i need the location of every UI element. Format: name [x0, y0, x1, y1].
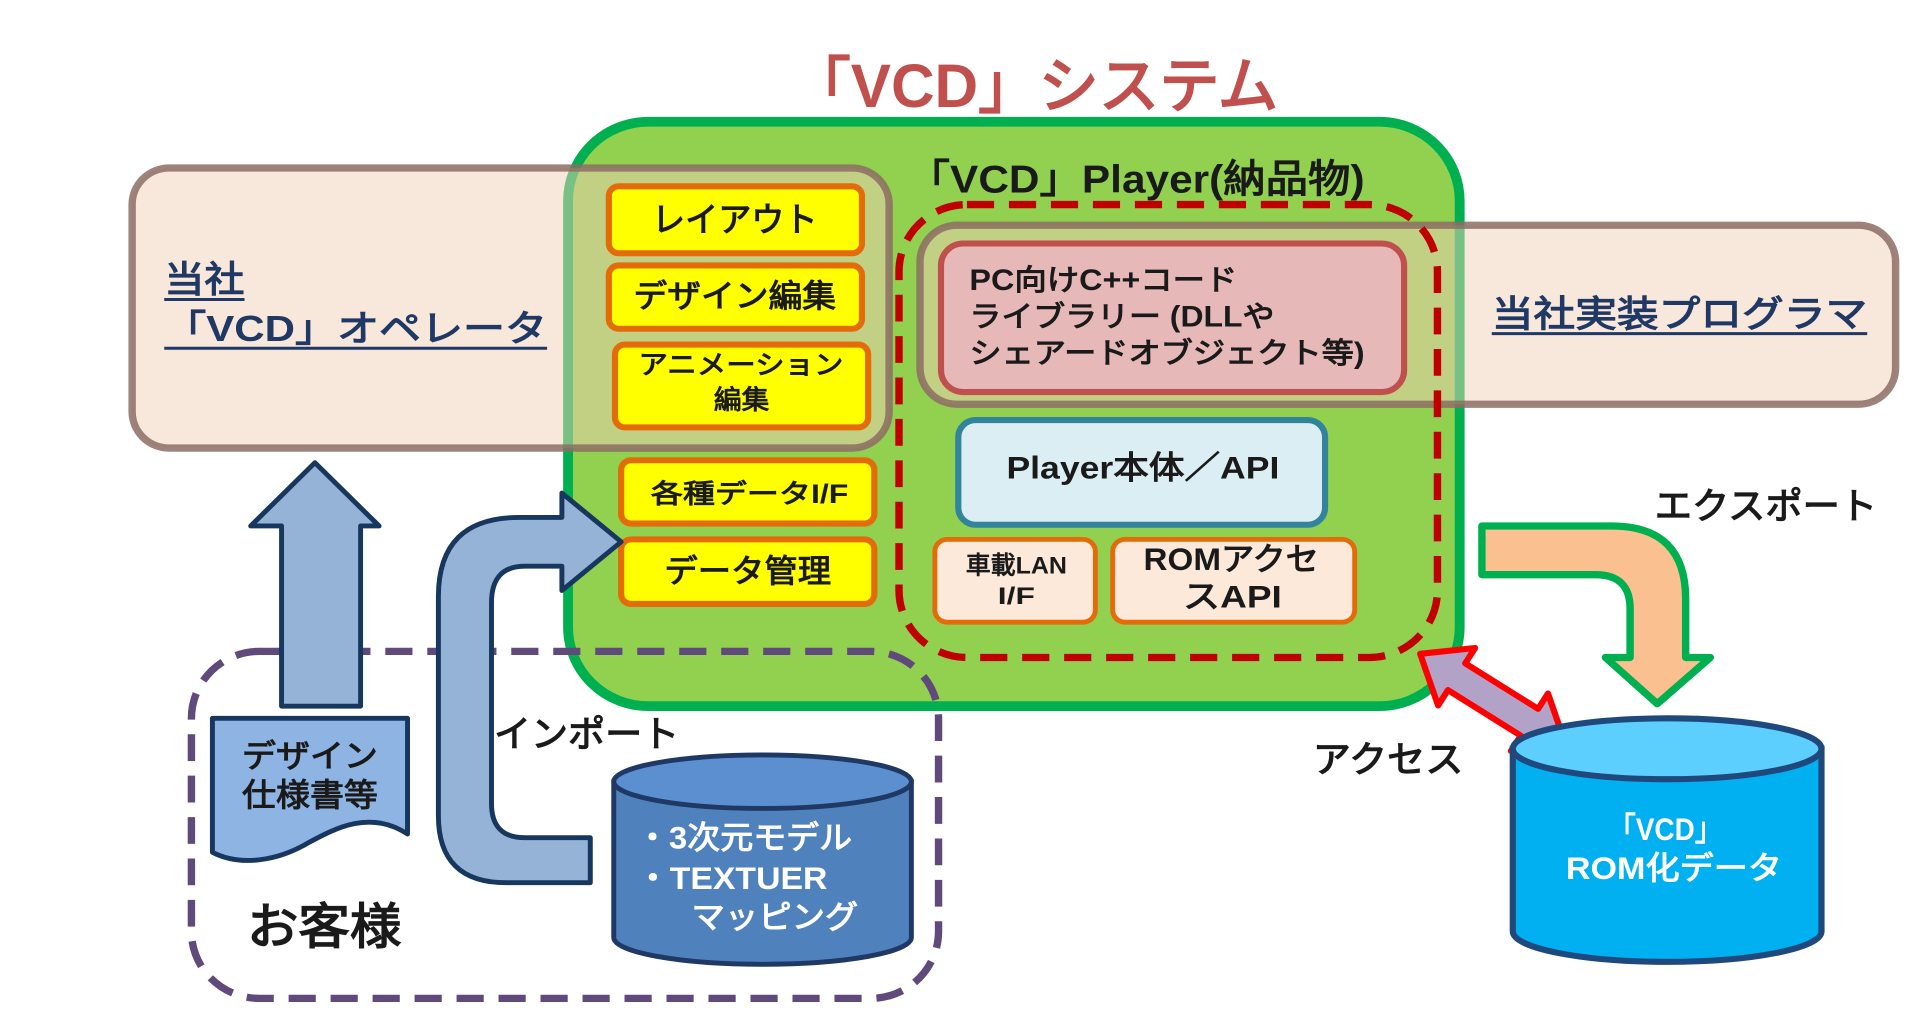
rom-data-line-1: 「VCD」 — [1608, 811, 1723, 847]
assets-cylinder-top — [611, 752, 914, 811]
lan-if-line-2: I/F — [998, 583, 1035, 610]
export-label: エクスポート — [1655, 486, 1877, 527]
lan-if-line-1: 車載LAN — [966, 552, 1067, 580]
customer-boundary — [187, 647, 943, 1003]
player-title: 「VCD」Player(納品物) — [908, 158, 1365, 202]
tool-data-management-box — [618, 536, 878, 607]
library-line-1: PC向けC++コード — [969, 264, 1237, 297]
assets-line-2: ・TEXTUER — [636, 860, 827, 896]
tool-animation-edit-box — [611, 341, 872, 431]
library-line-2: ライブラリー (DLLや — [969, 299, 1274, 333]
import-label: インポート — [494, 714, 679, 755]
access-label: アクセス — [1313, 739, 1464, 780]
player-core-label: Player本体／API — [1006, 450, 1279, 486]
spec-document-shape — [209, 715, 410, 863]
assets-line-3: マッピング — [692, 899, 859, 935]
tool-layout-box — [605, 183, 866, 257]
lan-if-box — [932, 536, 1098, 625]
rom-access-line-1: ROMアクセ — [1144, 541, 1319, 577]
customer-label: お客様 — [247, 901, 402, 955]
tool-animation-edit-line-1: アニメーション — [638, 350, 843, 380]
assets-cylinder-body — [611, 779, 914, 967]
tool-layout-label: レイアウト — [652, 202, 817, 240]
rom-data-line-2: ROM化データ — [1566, 850, 1782, 886]
diagram-title: 「VCD」システム — [790, 52, 1278, 121]
programmer-label: 当社実装プログラマ — [1492, 294, 1867, 335]
tool-data-if-label: 各種データI/F — [650, 478, 849, 509]
rom-access-line-2: スAPI — [1183, 579, 1282, 615]
player-boundary — [895, 200, 1442, 662]
tool-design-edit-label: デザイン編集 — [634, 278, 837, 314]
assets-line-1: ・3次元モデル — [636, 820, 852, 856]
library-box — [937, 240, 1408, 396]
tool-data-if-box — [618, 457, 878, 527]
tool-animation-edit-line-2: 編集 — [714, 384, 770, 415]
export-arrow — [1478, 522, 1715, 708]
operator-role-label: 「VCD」オペレータ — [164, 308, 547, 349]
tool-design-edit-box — [605, 262, 866, 332]
spec-to-operator-arrow — [248, 460, 382, 709]
rom-data-cylinder-body — [1509, 745, 1825, 965]
tool-data-management-label: データ管理 — [664, 553, 831, 589]
spec-document-line-1: デザイン — [242, 738, 378, 774]
spec-document-line-2: 仕様書等 — [242, 777, 378, 813]
operator-company-label: 当社 — [164, 259, 244, 300]
rom-access-box — [1110, 536, 1358, 625]
player-core-box — [955, 417, 1329, 528]
rom-data-cylinder-top — [1509, 715, 1825, 783]
library-line-3: シェアードオブジェクト等) — [969, 336, 1364, 370]
import-arrow — [435, 490, 624, 886]
